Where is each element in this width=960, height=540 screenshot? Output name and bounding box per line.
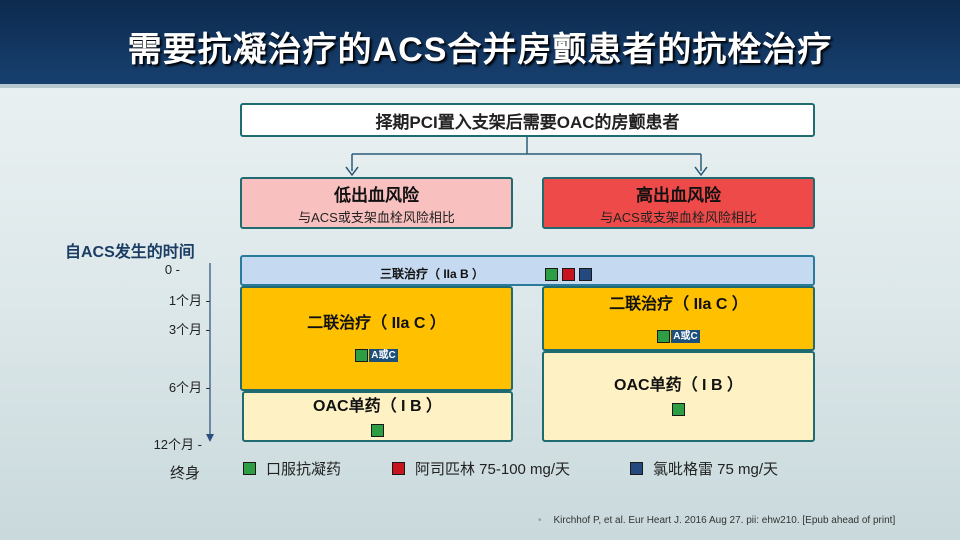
low-risk-title: 低出血风险 <box>334 185 419 205</box>
legend-label: 阿司匹林 75-100 mg/天 <box>415 461 571 478</box>
triple-therapy-box: 三联治疗（ IIa B ） <box>240 255 815 286</box>
dual-therapy-high-risk-box: 二联治疗（ IIa C ） A或C <box>542 286 815 351</box>
legend-item-oac: 口服抗凝药 <box>243 458 341 479</box>
oac-square-icon <box>355 349 369 362</box>
oac-square-icon <box>672 403 685 416</box>
timeline-title: 自ACS发生的时间 <box>65 244 195 261</box>
oac-square-icon <box>657 330 671 343</box>
oac-monotherapy-high-risk-label: OAC单药（ I B ） <box>614 377 743 394</box>
patient-population-box: 择期PCI置入支架后需要OAC的房颤患者 <box>240 103 815 137</box>
legend-item-clopidogrel: 氯吡格雷 75 mg/天 <box>630 458 778 479</box>
a-or-c-tag: A或C <box>369 349 398 362</box>
legend-label: 氯吡格雷 75 mg/天 <box>653 461 779 478</box>
dual-therapy-high-risk-label: 二联治疗（ IIa C ） <box>609 296 748 313</box>
aspirin-square-icon <box>562 268 575 281</box>
high-bleeding-risk-box: 高出血风险 与ACS或支架血栓风险相比 <box>542 177 815 229</box>
clopidogrel-square-icon <box>579 268 592 281</box>
triple-therapy-label: 三联治疗（ IIa B ） <box>380 267 485 281</box>
oac-square-icon <box>545 268 558 281</box>
title-bar: 需要抗凝治疗的ACS合并房颤患者的抗栓治疗 <box>0 0 960 88</box>
patient-population-label: 择期PCI置入支架后需要OAC的房颤患者 <box>375 112 680 132</box>
oac-monotherapy-low-risk-box: OAC单药（ I B ） <box>242 391 513 442</box>
low-risk-subtitle: 与ACS或支架血栓风险相比 <box>298 209 455 225</box>
triple-therapy-drugs <box>545 268 592 281</box>
timeline-tick: 6个月 - <box>168 380 210 395</box>
timeline-tick: 12个月 - <box>153 437 202 452</box>
dual-therapy-high-risk-drugs: A或C <box>657 330 700 343</box>
timeline-tick: 3个月 - <box>168 322 210 337</box>
oac-monotherapy-low-risk-label: OAC单药（ I B ） <box>313 398 442 415</box>
aspirin-legend-square-icon <box>392 462 405 475</box>
dual-therapy-low-risk-box: 二联治疗（ IIa C ） A或C <box>240 286 513 391</box>
high-risk-title: 高出血风险 <box>636 185 721 205</box>
oac-legend-square-icon <box>243 462 256 475</box>
oac-monotherapy-high-risk-box: OAC单药（ I B ） <box>542 351 815 442</box>
high-risk-subtitle: 与ACS或支架血栓风险相比 <box>600 209 757 225</box>
a-or-c-tag: A或C <box>671 330 700 343</box>
bullet-icon: • <box>538 515 542 526</box>
clopidogrel-legend-square-icon <box>630 462 643 475</box>
slide-title: 需要抗凝治疗的ACS合并房颤患者的抗栓治疗 <box>127 31 833 69</box>
timeline-tick: 0 - <box>164 262 180 277</box>
dual-therapy-low-risk-drugs: A或C <box>355 349 398 362</box>
legend-label: 口服抗凝药 <box>266 461 342 478</box>
reference-citation: •Kirchhof P, et al. Eur Heart J. 2016 Au… <box>538 515 896 526</box>
timeline-tick: 1个月 - <box>168 293 210 308</box>
dual-therapy-low-risk-label: 二联治疗（ IIa C ） <box>307 315 446 332</box>
legend-item-aspirin: 阿司匹林 75-100 mg/天 <box>392 458 570 479</box>
oac-square-icon <box>371 424 384 437</box>
timeline-lifelong-label: 终身 <box>170 465 201 482</box>
low-bleeding-risk-box: 低出血风险 与ACS或支架血栓风险相比 <box>240 177 513 229</box>
